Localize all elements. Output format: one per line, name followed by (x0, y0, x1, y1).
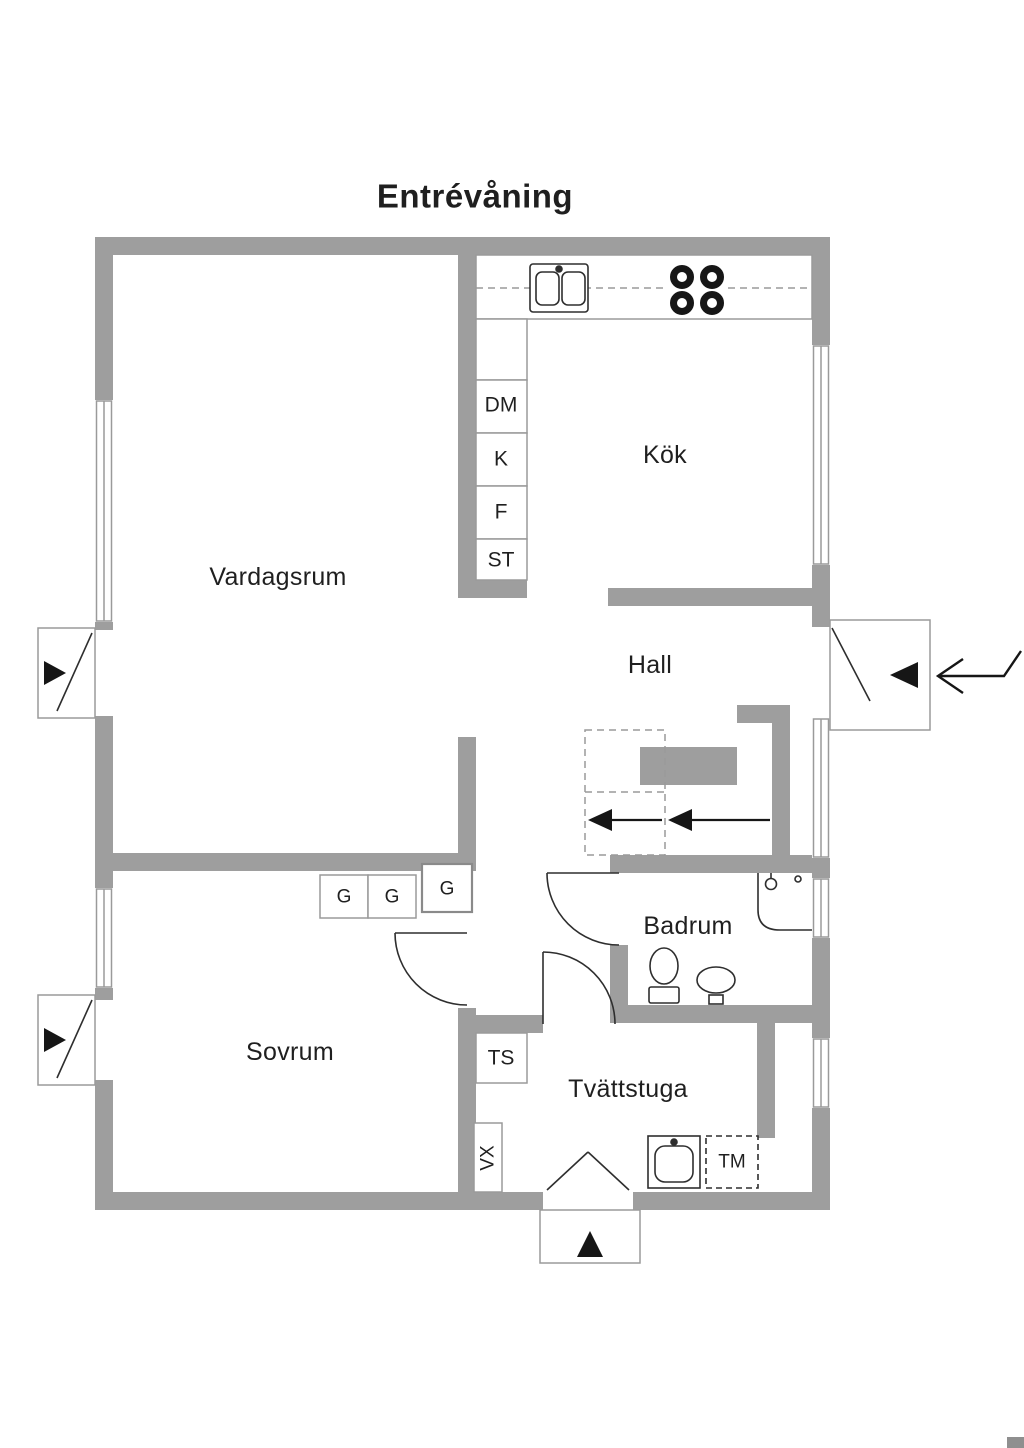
wall-segment (95, 237, 830, 255)
room-label-kok: Kök (643, 441, 687, 469)
label-wardrobe: G (440, 879, 455, 900)
wardrobe-box (319, 874, 369, 919)
window-icon (812, 878, 830, 938)
wall-segment (113, 853, 476, 871)
window-icon (812, 345, 830, 565)
stair-landing (640, 747, 737, 785)
entrance-arrow-icon (935, 650, 1022, 694)
label-wardrobe: G (385, 887, 400, 908)
opening (95, 1000, 113, 1080)
washing-machine-box (705, 1135, 759, 1189)
door-swing (394, 932, 468, 1006)
door-leaf (56, 632, 93, 712)
opening (812, 627, 830, 718)
wall-segment (610, 945, 628, 1023)
shower-icon (757, 873, 812, 931)
fixtures (56, 260, 871, 1191)
stair-arrow-icon (588, 809, 662, 831)
door-swing (546, 1151, 630, 1191)
label-freezer: F (495, 501, 508, 524)
opening (543, 1192, 633, 1210)
label-heat-exchanger: VX (478, 1145, 499, 1171)
linework (37, 254, 931, 1264)
room-label-vardagsrum: Vardagsrum (209, 563, 346, 591)
labels: Entrévåning Vardagsrum Kök Hall Badrum S… (209, 178, 745, 1173)
storage-box (475, 538, 528, 581)
wall-segment (458, 255, 476, 598)
windows (95, 345, 830, 1108)
page-title: Entrévåning (377, 178, 573, 215)
label-wardrobe: G (337, 887, 352, 908)
room-label-badrum: Badrum (643, 912, 732, 940)
window-icon (95, 400, 113, 622)
stair-arrow-icon (668, 809, 770, 831)
door-leaf (56, 999, 93, 1079)
wall-segment (757, 1023, 775, 1138)
wardrobe-box (420, 862, 474, 914)
cabinet-box (475, 318, 528, 381)
door-leaf (831, 627, 871, 702)
window-icon (812, 1038, 830, 1108)
window-icon (95, 888, 113, 988)
room-label-tvattstuga: Tvättstuga (568, 1075, 688, 1103)
door-arrow-icon (44, 661, 66, 685)
opening (95, 630, 113, 716)
window-icon (812, 718, 830, 858)
heat-exchanger-box (473, 1122, 503, 1193)
stairs-dashed-outline (584, 729, 666, 856)
room-label-hall: Hall (628, 651, 672, 679)
wall-segment (610, 855, 812, 873)
kitchen-counter (475, 254, 813, 320)
door-swing (546, 872, 620, 946)
room-label-sovrum: Sovrum (246, 1038, 334, 1066)
door-arrow-icon (44, 1028, 66, 1052)
bathroom-sink-icon (696, 966, 736, 1005)
stove-icon (666, 260, 728, 318)
dishwasher-box (475, 379, 528, 434)
wall-segment (458, 1008, 476, 1210)
wall-segment (610, 1005, 812, 1023)
label-fridge: K (494, 448, 508, 471)
door-arrow-icon (890, 662, 918, 688)
door-arrow-icon (577, 1231, 603, 1257)
label-storage: ST (488, 549, 515, 572)
laundry-sink-icon (647, 1135, 701, 1189)
wall-segment (458, 737, 476, 871)
watermark-fragment (1007, 1437, 1024, 1448)
label-dishwasher: DM (485, 394, 518, 417)
label-washing-machine: TM (718, 1152, 745, 1173)
label-drying-cabinet: TS (488, 1047, 515, 1070)
kitchen-sink-icon (529, 263, 589, 313)
arrows (44, 650, 1022, 1257)
wall-segment (458, 1015, 543, 1033)
drying-cabinet-box (475, 1032, 528, 1084)
walls (95, 237, 830, 1210)
wardrobe-box (367, 874, 417, 919)
wall-segment (608, 588, 812, 606)
wall-segment (476, 580, 527, 598)
toilet-icon (648, 947, 680, 1004)
door-swing (542, 951, 616, 1025)
wall-segment (772, 705, 790, 855)
